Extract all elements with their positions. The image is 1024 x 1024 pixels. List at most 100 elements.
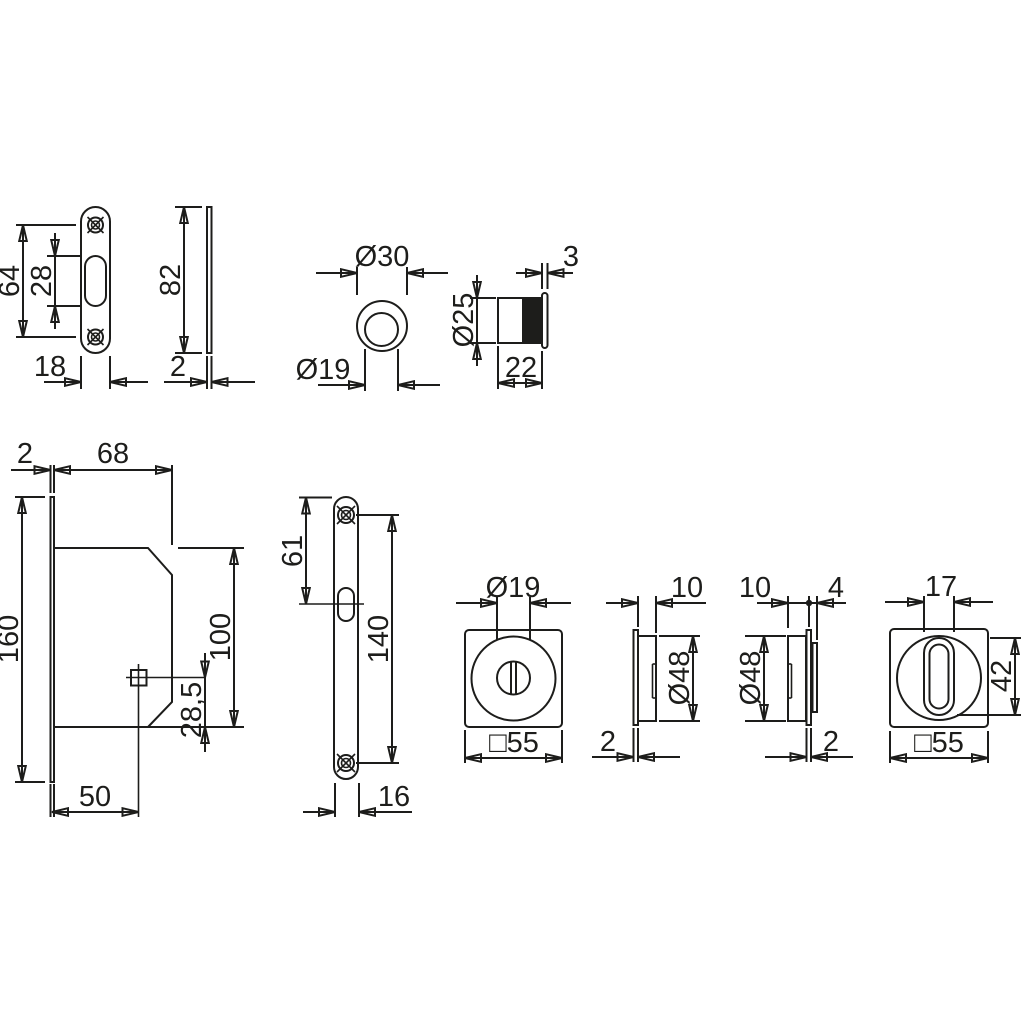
dim-label-2c: 2 (600, 726, 616, 758)
dim-backset-50: 50 (49, 781, 139, 817)
dim-plate-thickness-2: 2 (592, 726, 680, 762)
dim-label-18: 18 (34, 351, 66, 383)
dim-label-d48b: Ø48 (735, 651, 767, 706)
thumbturn-plate-edge (805, 629, 812, 726)
lock-case-view: 2 68 160 100 28,5 50 (0, 438, 244, 817)
release-hole (496, 660, 531, 696)
screw-hole-bottom (336, 753, 356, 773)
cylinder-view: Ø25 3 22 (448, 241, 579, 389)
faceplate-front-view: 61 140 16 (277, 496, 412, 817)
rosette-clip-detail (651, 663, 656, 699)
dim-label-64: 64 (0, 265, 26, 297)
dim-flange-3: 3 (516, 241, 579, 289)
dim-label-16: 16 (378, 781, 410, 813)
dim-label-sq55a: □55 (489, 727, 539, 759)
dim-plate-thickness-2b: 2 (765, 726, 853, 762)
dim-hub-depth-4: 4 (809, 572, 846, 604)
dim-label-2: 2 (170, 351, 186, 383)
dim-depth-22: 22 (497, 346, 543, 389)
dim-width-18: 18 (34, 351, 148, 389)
dim-boss-diameter-48b: Ø48 (735, 635, 786, 722)
cylinder-flange (541, 292, 549, 349)
dim-label-61: 61 (277, 535, 309, 567)
dim-label-2d: 2 (823, 726, 839, 758)
dim-label-50: 50 (79, 781, 111, 813)
dim-label-10b: 10 (739, 572, 771, 604)
dim-slot-length-28: 28 (26, 233, 82, 329)
dim-label-d19b: Ø19 (486, 572, 541, 604)
thumbturn-rosette-front-view: 17 42 □55 (885, 571, 1021, 763)
dim-label-d19: Ø19 (296, 354, 351, 386)
release-rosette-front-view: Ø19 □55 (456, 572, 571, 763)
dim-label-sq55b: □55 (914, 727, 964, 759)
spindle-hole (126, 664, 205, 817)
dim-label-10a: 10 (671, 572, 703, 604)
thumbturn-knob-inner (928, 643, 950, 710)
dim-outer-diameter-30: Ø30 (316, 241, 448, 295)
thumbturn-clip-detail (788, 663, 793, 699)
dim-label-28: 28 (26, 265, 58, 297)
rosette-boss (637, 635, 657, 722)
screw-hole-top (86, 216, 105, 234)
dim-size-55b: □55 (889, 727, 989, 763)
latch-slot (84, 255, 107, 307)
dim-diameter-25: Ø25 (448, 275, 496, 366)
dim-label-17: 17 (925, 571, 957, 603)
screw-hole-top (336, 505, 356, 525)
dim-faceplate-thickness-2: 2 (11, 438, 55, 493)
dim-screw-spacing-64: 64 (0, 224, 76, 338)
dim-label-d25: Ø25 (448, 293, 480, 348)
strike-plate-body (80, 206, 111, 354)
dim-width-16: 16 (303, 781, 412, 817)
release-rosette-side-view: 10 Ø48 2 (592, 572, 706, 762)
dim-label-22: 22 (505, 352, 537, 384)
dim-spindle-offset-28-5: 28,5 (176, 653, 208, 752)
dim-faceplate-height-160: 160 (0, 496, 45, 783)
dim-screw-to-slot-61: 61 (277, 496, 332, 605)
dim-label-68: 68 (97, 438, 129, 470)
thumbturn-hub-edge (811, 642, 818, 713)
screw-hole-bottom (86, 328, 105, 346)
thumbturn-ring (896, 635, 982, 721)
dim-label-3: 3 (563, 241, 579, 273)
dim-label-d30: Ø30 (355, 241, 410, 273)
dim-boss-depth-10: 10 (606, 572, 706, 633)
dim-label-d48a: Ø48 (664, 651, 696, 706)
thumbturn-square (889, 628, 989, 728)
strike-plate-side-view: 82 2 (155, 206, 255, 389)
dim-label-140: 140 (363, 615, 395, 663)
dim-boss-diameter-48: Ø48 (659, 635, 700, 722)
dim-label-160: 160 (0, 615, 25, 663)
faceplate-body (333, 496, 359, 780)
dim-label-42: 42 (986, 660, 1018, 692)
dim-hole-diameter-19: Ø19 (456, 572, 571, 640)
dim-turn-width-17: 17 (885, 571, 993, 632)
cylinder-knurl (522, 299, 540, 342)
thumbturn-rosette-side-view: 10 4 Ø48 2 (735, 572, 853, 762)
dim-case-height-100: 100 (178, 547, 244, 727)
dim-height-82: 82 (155, 206, 202, 354)
dim-thickness-2: 2 (164, 351, 255, 389)
dim-label-28-5: 28,5 (176, 682, 208, 738)
rosette-ring (470, 635, 557, 722)
flush-pull-recess (364, 312, 399, 347)
flush-pull-view: Ø30 Ø19 (296, 241, 448, 391)
flush-pull-outer (356, 300, 408, 352)
dim-turn-height-42: 42 (957, 637, 1021, 716)
rosette-square (464, 629, 563, 728)
lock-case-body (54, 547, 244, 728)
strike-plate-edge (206, 206, 213, 354)
strike-plate-front-view: 64 28 18 (0, 206, 148, 389)
dim-size-55: □55 (464, 727, 563, 763)
lock-faceplate-edge (49, 496, 55, 783)
dim-boss-depth-10b: 10 (739, 572, 818, 640)
dim-case-depth-68: 68 (54, 438, 173, 545)
thumbturn-knob-outer (923, 637, 955, 716)
dim-inner-diameter-19: Ø19 (296, 349, 440, 391)
dim-label-100: 100 (205, 613, 237, 661)
dim-label-fp2: 2 (17, 438, 33, 470)
dim-label-4: 4 (828, 572, 844, 604)
dim-label-82: 82 (155, 264, 187, 296)
